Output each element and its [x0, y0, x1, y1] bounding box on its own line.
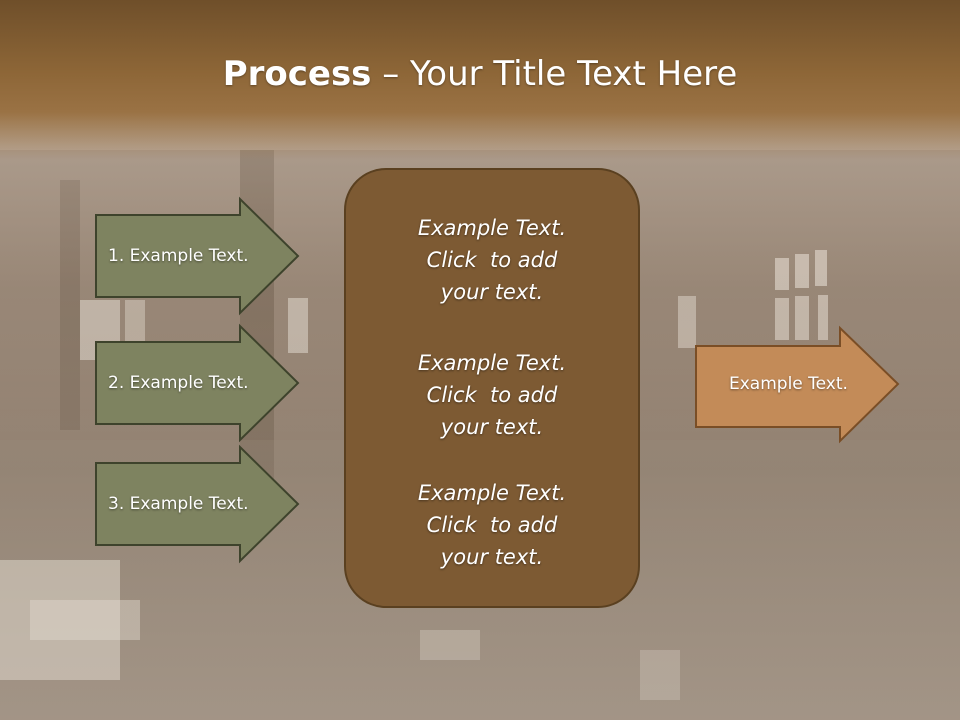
center-block-1-line-1: Example Text. [417, 216, 567, 240]
center-block-1[interactable]: Example Text. Click to add your text. [344, 212, 640, 308]
step-arrow-1[interactable] [95, 196, 300, 316]
center-block-3-line-1: Example Text. [417, 481, 567, 505]
step-label-2: 2. Example Text. [108, 373, 249, 393]
slide-title: Process – Your Title Text Here [0, 52, 960, 96]
center-block-1-line-2: Click to add [426, 248, 558, 272]
title-band [0, 0, 960, 160]
title-rest: – Your Title Text Here [371, 54, 738, 94]
center-block-2-line-2: Click to add [426, 383, 558, 407]
step-label-1: 1. Example Text. [108, 246, 249, 266]
center-block-2-line-1: Example Text. [417, 351, 567, 375]
center-block-3-line-3: your text. [440, 545, 544, 569]
step-arrow-3[interactable] [95, 444, 300, 564]
title-bold: Process [222, 54, 372, 94]
center-block-1-line-3: your text. [440, 280, 544, 304]
output-label: Example Text. [729, 374, 848, 394]
output-arrow[interactable] [695, 325, 900, 444]
center-block-2[interactable]: Example Text. Click to add your text. [344, 347, 640, 443]
step-label-3: 3. Example Text. [108, 494, 249, 514]
center-text-box[interactable] [344, 168, 640, 608]
step-arrow-2[interactable] [95, 323, 300, 443]
center-block-2-line-3: your text. [440, 415, 544, 439]
center-block-3[interactable]: Example Text. Click to add your text. [344, 477, 640, 573]
center-block-3-line-2: Click to add [426, 513, 558, 537]
